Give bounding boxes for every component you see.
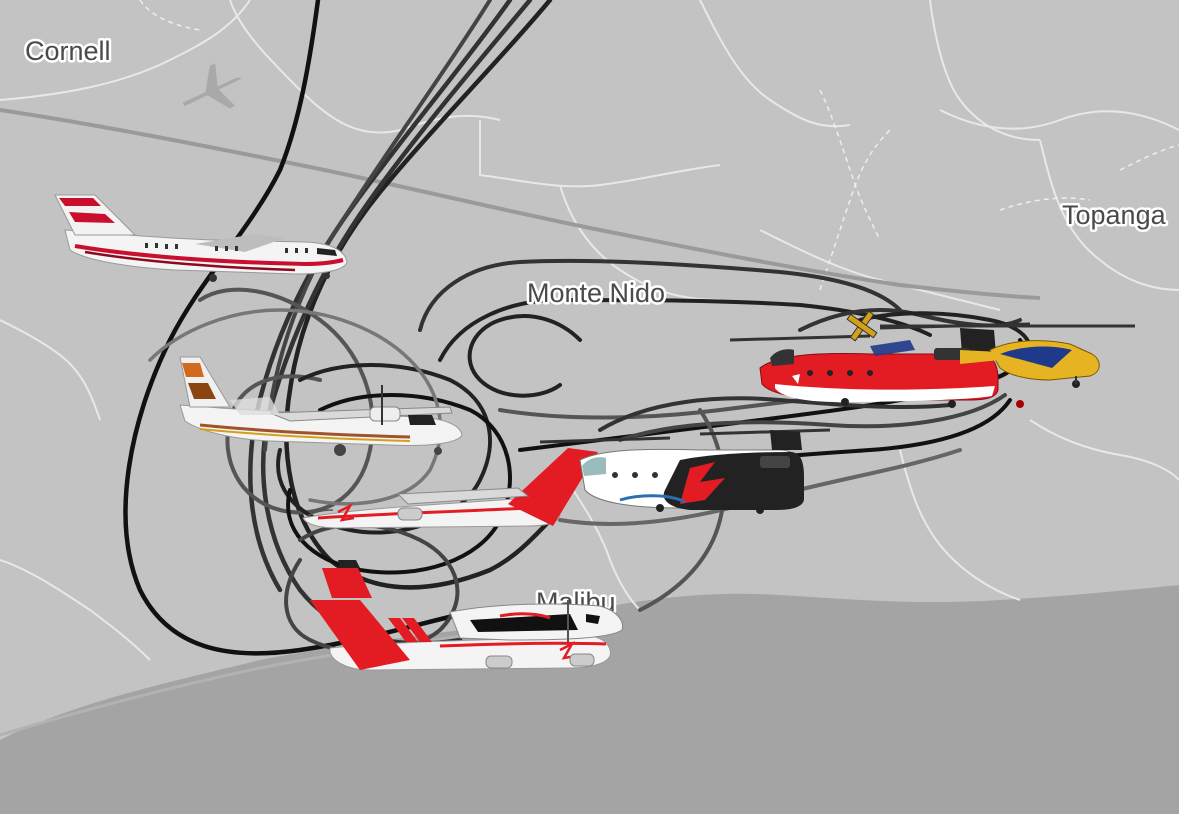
trails: [139, 0, 1179, 291]
ocean: [0, 585, 1179, 814]
highway: [0, 108, 1041, 300]
place-label-monte-nido: Monte Nido: [527, 278, 665, 308]
track: [638, 408, 726, 612]
track: [467, 314, 582, 398]
track: [618, 393, 1007, 442]
aircraft-turboprop-icon[interactable]: [179, 356, 463, 456]
track: [148, 308, 443, 506]
aircraft-jet-icon[interactable]: [54, 194, 348, 282]
place-label-cornell: Cornell: [25, 36, 111, 66]
aircraft-skycrane-icon[interactable]: [846, 310, 1135, 408]
track: [438, 298, 932, 362]
aircraft-chinook-black-icon[interactable]: [539, 428, 831, 514]
place-label-topanga: Topanga: [1062, 200, 1167, 230]
aircraft-tanker-1-icon[interactable]: [302, 448, 598, 529]
track: [598, 396, 952, 432]
track: [418, 258, 902, 332]
track: [248, 0, 513, 593]
aircraft-chinook-red-icon[interactable]: [729, 322, 1031, 408]
aircraft-tanker-2-icon[interactable]: [310, 560, 624, 671]
track: [263, 0, 492, 452]
distant-aircraft-icon: [182, 63, 243, 109]
track: [123, 0, 483, 656]
